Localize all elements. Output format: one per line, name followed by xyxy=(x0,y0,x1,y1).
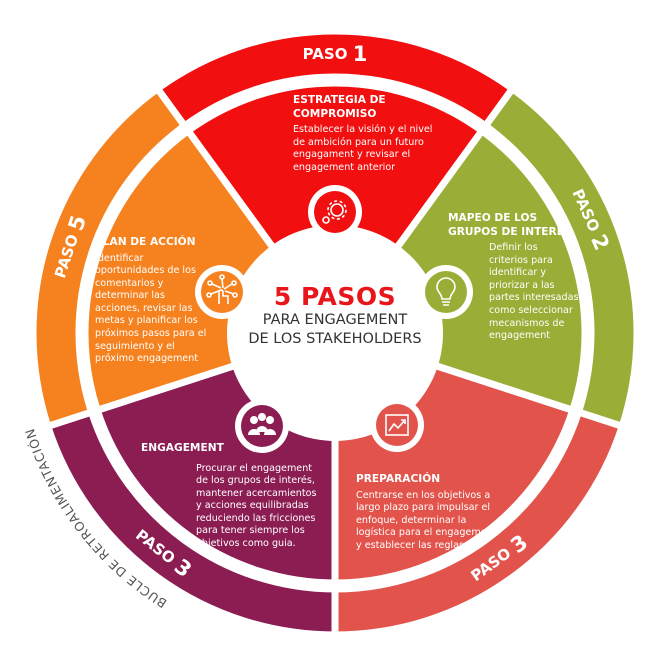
center-subtitle-line: PARA ENGAGEMENT xyxy=(262,312,408,328)
description-line: próximo engagement xyxy=(95,353,199,365)
description-line: Definir los xyxy=(489,242,538,253)
icon-shape xyxy=(425,271,467,313)
description-line: Identificar xyxy=(95,252,144,264)
title-line: PLAN DE ACCIÓN xyxy=(95,236,196,248)
description-line: Procurar el engagement xyxy=(196,462,313,474)
paso-number: 1 xyxy=(353,42,368,66)
icon-shape xyxy=(314,191,356,233)
step-5-outer-ring xyxy=(29,83,190,431)
step-4-title: ENGAGEMENT xyxy=(141,442,317,456)
description-line: enfoque, determinar la xyxy=(356,514,467,526)
description-line: partes interesadas xyxy=(489,292,579,304)
title-line: MAPEO DE LOS xyxy=(448,212,538,224)
title-line: PREPARACIÓN xyxy=(356,473,441,485)
description-line: engagament y revisar el xyxy=(293,149,411,161)
description-line: de los grupos de interés, xyxy=(196,475,315,487)
description-line: como seleccionar xyxy=(489,304,573,316)
description-line: para tener siempre los xyxy=(196,525,305,537)
icon-shape xyxy=(231,280,237,286)
description-line: reduciendo las fricciones xyxy=(196,512,316,524)
paso-word: PASO xyxy=(303,45,353,63)
center-subtitle-line: DE LOS STAKEHOLDERS xyxy=(248,331,422,347)
step-1-label: PASO 1 xyxy=(303,42,368,66)
description-line: acciones, revisar las xyxy=(95,302,193,314)
description-line: Establecer la visión y el nivel xyxy=(293,124,433,135)
icon-shape xyxy=(207,280,213,286)
description-line: y acciones equilibradas xyxy=(196,500,309,512)
description-line: metas y planificar los xyxy=(95,315,198,327)
step-5-title: PLAN DE ACCIÓN xyxy=(95,236,206,250)
chart-icon xyxy=(370,398,424,452)
icon-shape xyxy=(327,200,347,220)
description-line: priorizar a las xyxy=(489,279,555,291)
title-line: ESTRATEGIA DE xyxy=(293,94,386,106)
description-line: mecanismos de xyxy=(489,317,565,329)
description-line: próximos pasos para el xyxy=(95,328,207,340)
description-line: engagement anterior xyxy=(293,161,396,173)
description-line: comentarios y xyxy=(95,277,164,289)
icon-shape xyxy=(330,203,344,217)
title-line: ENGAGEMENT xyxy=(141,442,224,454)
icon-shape xyxy=(376,404,418,446)
description-line: oportunidades de los xyxy=(95,265,196,277)
description-line: largo plazo para impulsar el xyxy=(356,502,491,514)
description-line: engagement xyxy=(489,330,551,342)
icon-shape xyxy=(388,419,406,432)
icon-shape xyxy=(266,416,274,424)
icon-shape xyxy=(258,413,266,421)
description-line: logística para el engagement xyxy=(356,527,497,539)
description-line: seguimiento y el xyxy=(95,340,175,352)
icon-shape xyxy=(232,292,238,298)
gear-icon xyxy=(308,185,362,239)
title-line: GRUPOS DE INTERÉS xyxy=(448,225,572,238)
step-3-title: PREPARACIÓN xyxy=(356,473,496,487)
network-touch-icon xyxy=(195,265,249,319)
description-line: criterios para xyxy=(489,254,553,266)
icon-shape xyxy=(219,274,225,280)
icon-shape xyxy=(322,216,330,224)
description-line: Centrarse en los objetivos a xyxy=(356,489,491,501)
description-line: objetivos como guia. xyxy=(196,538,296,550)
people-icon xyxy=(235,399,289,453)
center-title: 5 PASOS PARA ENGAGEMENT DE LOS STAKEHOLD… xyxy=(235,282,435,349)
paso-number: 5 xyxy=(64,212,91,233)
center-heading: 5 PASOS xyxy=(273,282,397,311)
center-circle xyxy=(227,225,443,441)
icon-shape xyxy=(210,278,235,304)
icon-shape xyxy=(436,277,456,306)
description-line: identificar y xyxy=(489,267,547,279)
description-line: de ambición para un futuro xyxy=(293,136,424,148)
icon-shape xyxy=(250,416,258,424)
icon-shape xyxy=(256,426,268,432)
description-line: mantener acercamientos xyxy=(196,487,317,499)
description-line: y establecer las reglas xyxy=(356,539,464,551)
icon-shape xyxy=(206,292,212,298)
lightbulb-icon xyxy=(419,265,473,319)
step-3-text: PREPARACIÓN Centrarse en los objetivos a… xyxy=(356,473,496,552)
title-line: COMPROMISO xyxy=(293,107,377,120)
icon-shape xyxy=(385,414,409,436)
description-line: determinar las xyxy=(95,290,165,302)
